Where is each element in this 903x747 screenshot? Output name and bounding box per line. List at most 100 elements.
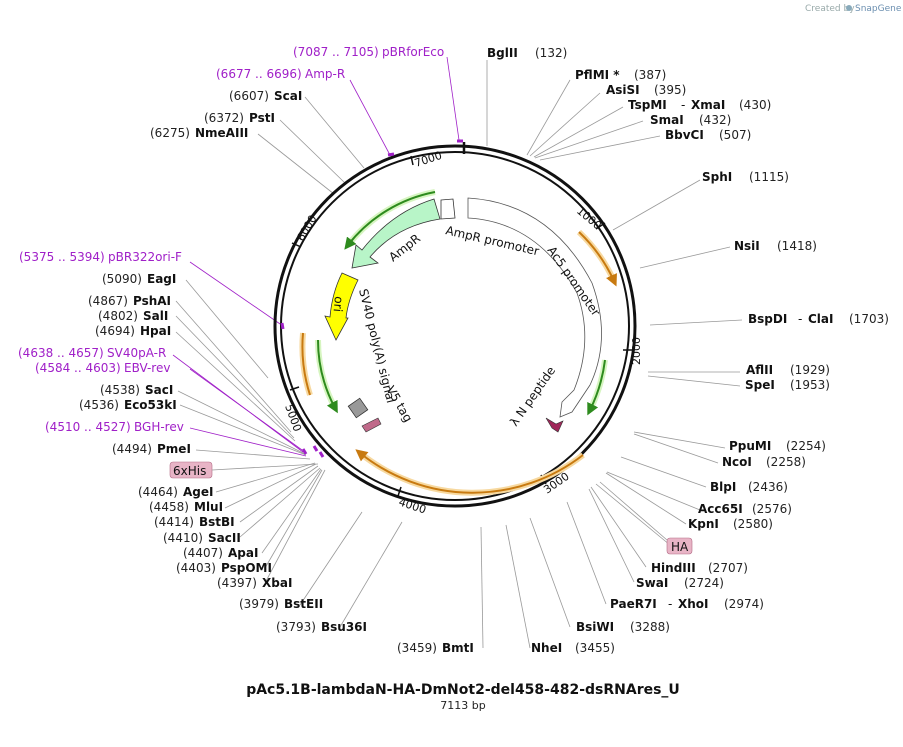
- map-length: 7113 bp: [440, 699, 485, 712]
- primer-leader-lines: [172, 56, 460, 457]
- site-spei-name: SpeI: [745, 378, 775, 392]
- snapgene-logo-icon: [846, 5, 852, 11]
- site-sacii-pos: (4410): [163, 531, 203, 545]
- site-pspomi-name: PspOMI: [221, 561, 272, 575]
- site-bspdi-dash: -: [798, 312, 802, 326]
- site-agei-pos: (4464): [138, 485, 178, 499]
- site-bsiwi-name: BsiWI: [576, 620, 614, 634]
- site-ncoi-pos: (2258): [766, 455, 806, 469]
- site-psti-name: PstI: [249, 111, 275, 125]
- site-bsu36i-name: Bsu36I: [321, 620, 367, 634]
- site-bsu36i-pos: (3793): [276, 620, 316, 634]
- site-pshai-name: PshAI: [133, 294, 171, 308]
- site-scai-pos: (6607): [229, 89, 269, 103]
- site-ppumi-name: PpuMI: [729, 439, 771, 453]
- site-saci-name: SacI: [145, 383, 173, 397]
- site-psti-pos: (6372): [204, 111, 244, 125]
- site-nmeaiii-name: NmeAIII: [195, 126, 248, 140]
- tick-label-7000: 7000: [413, 149, 444, 170]
- site-swai-name: SwaI: [636, 576, 668, 590]
- primer-bghrev-range: (4510 .. 4527): [45, 420, 131, 434]
- site-bstbi-name: BstBI: [199, 515, 235, 529]
- feature-lambda-n-peptide: [545, 417, 564, 433]
- site-nsii-name: NsiI: [734, 239, 760, 253]
- site-eco53ki-name: Eco53kI: [124, 398, 177, 412]
- site-bbvci-pos: (507): [719, 128, 751, 142]
- site-labels-left: (3459) BmtI (3793) Bsu36I (3979) BstEII …: [79, 89, 474, 655]
- site-mlui-name: MluI: [194, 500, 223, 514]
- tag-ha-leader: [599, 481, 668, 541]
- site-aflii-name: AflII: [746, 363, 773, 377]
- site-smai-pos: (432): [699, 113, 731, 127]
- site-hpai-pos: (4694): [95, 324, 135, 338]
- site-bsiwi-pos: (3288): [630, 620, 670, 634]
- site-bmti-pos: (3459): [397, 641, 437, 655]
- site-kpni-pos: (2580): [733, 517, 773, 531]
- site-clai-name: ClaI: [808, 312, 833, 326]
- tick-label-6000: 6000: [294, 213, 319, 244]
- site-hpai-name: HpaI: [140, 324, 171, 338]
- tick-label-2000: 2000: [630, 337, 643, 365]
- site-labels-right: BglII (132) PflMI * (387) AsiSI (395) Ts…: [487, 46, 889, 655]
- tick-label-4000: 4000: [397, 495, 428, 516]
- site-pshai-pos: (4867): [88, 294, 128, 308]
- site-pflmi-name: PflMI *: [575, 68, 620, 82]
- map-title: pAc5.1B-lambdaN-HA-DmNot2-del458-482-dsR…: [246, 682, 680, 698]
- site-asisi-name: AsiSI: [606, 83, 640, 97]
- primer-sv40pa-name: SV40pA-R: [107, 346, 166, 360]
- primer-ebvrev-name: EBV-rev: [124, 361, 170, 375]
- primer-marks: [280, 139, 463, 458]
- feature-label-v5-tag: V5 tag: [383, 384, 415, 425]
- site-saci-pos: (4538): [100, 383, 140, 397]
- site-mlui-pos: (4458): [149, 500, 189, 514]
- site-agei-name: AgeI: [183, 485, 213, 499]
- site-paer7i-name: PaeR7I: [610, 597, 657, 611]
- site-eco53ki-pos: (4536): [79, 398, 119, 412]
- site-nhei-name: NheI: [531, 641, 562, 655]
- credit-brand: SnapGene: [855, 4, 902, 14]
- site-xbai-name: XbaI: [262, 576, 292, 590]
- site-pflmi-pos: (387): [634, 68, 666, 82]
- feature-v5-tag: [361, 417, 382, 433]
- site-leader-lines: [175, 60, 743, 649]
- primer-pbrforeco-range: (7087 .. 7105): [293, 45, 379, 59]
- site-spei-pos: (1953): [790, 378, 830, 392]
- site-swai-pos: (2724): [684, 576, 724, 590]
- site-eagi-pos: (5090): [102, 272, 142, 286]
- site-pmei-name: PmeI: [157, 442, 191, 456]
- tag-6xhis-label: 6xHis: [173, 464, 206, 478]
- site-sali-name: SalI: [143, 309, 168, 323]
- site-ppumi-pos: (2254): [786, 439, 826, 453]
- backbone-outer: [273, 144, 637, 508]
- site-bbvci-name: BbvCI: [665, 128, 704, 142]
- primer-pbrforeco-name: pBRforEco: [382, 45, 444, 59]
- primer-bghrev-name: BGH-rev: [134, 420, 184, 434]
- site-nsii-pos: (1418): [777, 239, 817, 253]
- primer-pbr322ori-name: pBR322ori-F: [108, 250, 182, 264]
- primer-ampr-name: Amp-R: [305, 67, 345, 81]
- tag-6xhis-leader: [211, 463, 319, 471]
- feature-ampr: [351, 198, 441, 269]
- site-tspmi-pos: (430): [739, 98, 771, 112]
- feature-label-ori: ori: [331, 296, 346, 313]
- site-bglii-name: BglII: [487, 46, 518, 60]
- site-apai-name: ApaI: [228, 546, 258, 560]
- primer-ampr-range: (6677 .. 6696): [216, 67, 302, 81]
- site-paer7i-pos: (2974): [724, 597, 764, 611]
- site-xmai-name: XmaI: [691, 98, 725, 112]
- site-sphi-pos: (1115): [749, 170, 789, 184]
- site-bsteii-pos: (3979): [239, 597, 279, 611]
- feature-sv40-polya: [347, 397, 369, 419]
- orf-arcs: [299, 189, 617, 496]
- site-tspmi-dash: -: [681, 98, 685, 112]
- feature-label-lambda-n: λ N peptide: [507, 364, 558, 429]
- site-acc65i-pos: (2576): [752, 502, 792, 516]
- site-pspomi-pos: (4403): [176, 561, 216, 575]
- site-bglii-pos: (132): [535, 46, 567, 60]
- site-aflii-pos: (1929): [790, 363, 830, 377]
- site-pmei-pos: (4494): [112, 442, 152, 456]
- site-nmeaiii-pos: (6275): [150, 126, 190, 140]
- site-asisi-pos: (395): [654, 83, 686, 97]
- site-smai-name: SmaI: [650, 113, 684, 127]
